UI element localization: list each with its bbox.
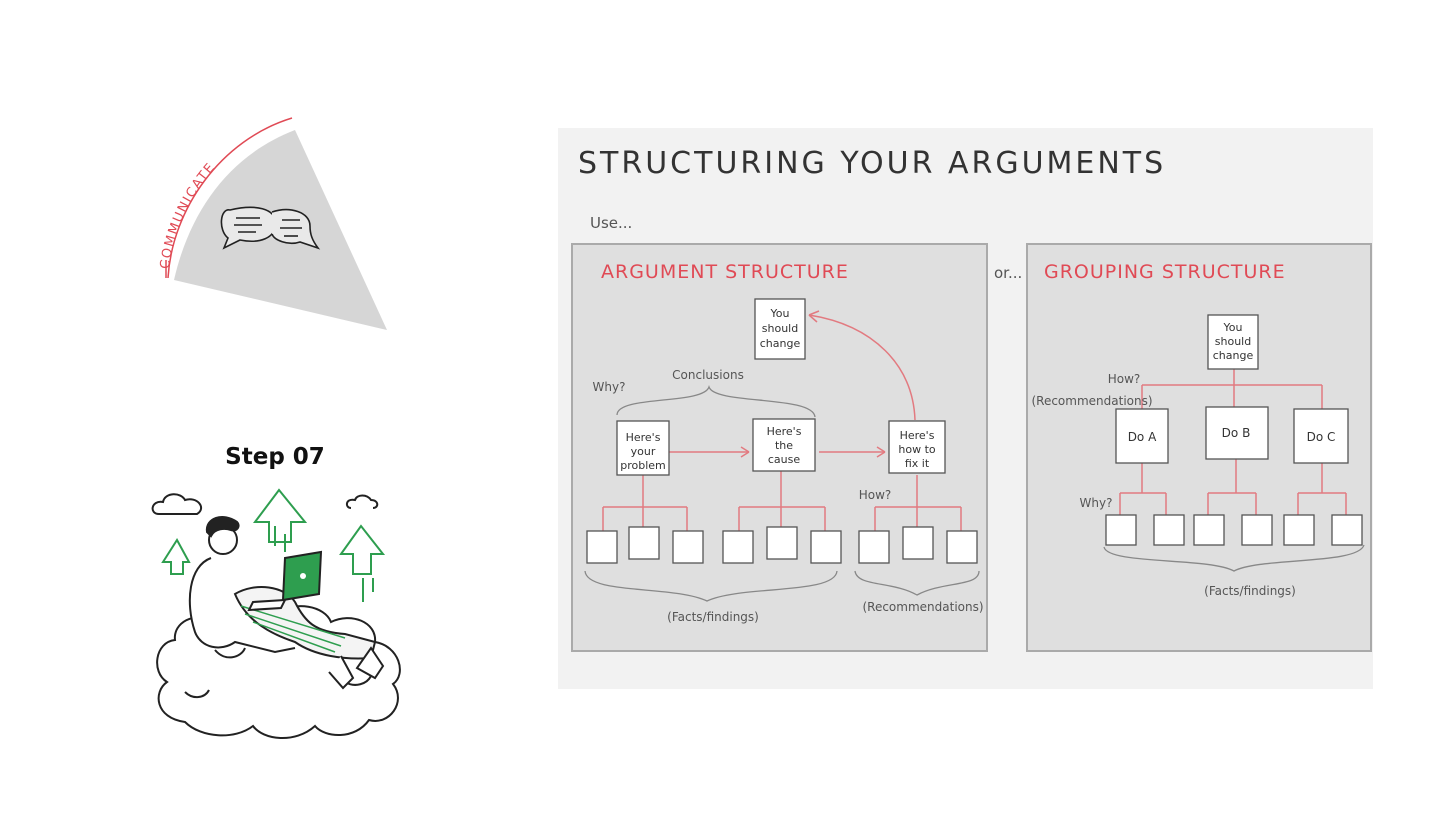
- grouping-why-label: Why?: [1080, 496, 1113, 510]
- cause-node-line-1: Here's: [767, 425, 802, 438]
- problem-node-line-1: Here's: [626, 431, 661, 444]
- grouping-structure-title: GROUPING STRUCTURE: [1044, 261, 1286, 283]
- do-c-node: Do C: [1307, 430, 1336, 444]
- small-cloud-icon: [151, 493, 379, 515]
- grouping-facts-label: (Facts/findings): [1204, 584, 1296, 598]
- do-a-node: Do A: [1128, 430, 1157, 444]
- top-node-line-1: You: [770, 307, 790, 320]
- top-node-line-3: change: [760, 337, 801, 350]
- grouping-top-node-line-3: change: [1213, 349, 1254, 362]
- grouping-structure-box: GROUPING STRUCTURE You should: [1026, 243, 1372, 652]
- do-b-node: Do B: [1222, 426, 1251, 440]
- grouping-structure-diagram: You should change Do A Do B Do C How? (R…: [1031, 314, 1365, 598]
- grouping-how-label: How?: [1108, 372, 1141, 386]
- conclusions-label: Conclusions: [672, 368, 744, 382]
- argument-structure-box: ARGUMENT STRUCTURE: [571, 243, 988, 652]
- step-title: Step 07: [225, 444, 325, 470]
- use-label: Use...: [590, 214, 633, 232]
- fix-node-line-2: how to: [898, 443, 936, 456]
- top-node-line-2: should: [762, 322, 798, 335]
- person-with-laptop-on-cloud-illustration: [145, 482, 415, 742]
- argument-structure-title: ARGUMENT STRUCTURE: [601, 261, 849, 283]
- grouping-top-node-line-2: should: [1215, 335, 1251, 348]
- why-label: Why?: [593, 380, 626, 394]
- problem-node-line-3: problem: [620, 459, 666, 472]
- growth-arrows-icon: [161, 488, 386, 575]
- how-label: How?: [859, 488, 892, 502]
- cause-node-line-2: the: [775, 439, 793, 452]
- fix-node-line-3: fix it: [905, 457, 930, 470]
- grouping-top-node-line-1: You: [1223, 321, 1243, 334]
- problem-node-line-2: your: [631, 445, 656, 458]
- or-label: or...: [994, 264, 1023, 282]
- structuring-arguments-panel: STRUCTURING YOUR ARGUMENTS Use... or... …: [558, 128, 1373, 689]
- grouping-recommendations-label: (Recommendations): [1031, 394, 1152, 408]
- recommendations-label: (Recommendations): [862, 600, 983, 614]
- laptop-icon: [247, 550, 323, 612]
- facts-label: (Facts/findings): [667, 610, 759, 624]
- diagram-title: STRUCTURING YOUR ARGUMENTS: [578, 146, 1167, 181]
- phase-wedge-graphic: COMMUNICATE: [158, 117, 387, 330]
- cause-node-line-3: cause: [768, 453, 800, 466]
- communicate-phase-wedge: COMMUNICATE: [150, 100, 410, 350]
- speech-bubbles-icon: [220, 206, 321, 250]
- fix-node-line-1: Here's: [900, 429, 935, 442]
- argument-structure-diagram: You should change Here's your problem He…: [584, 298, 984, 624]
